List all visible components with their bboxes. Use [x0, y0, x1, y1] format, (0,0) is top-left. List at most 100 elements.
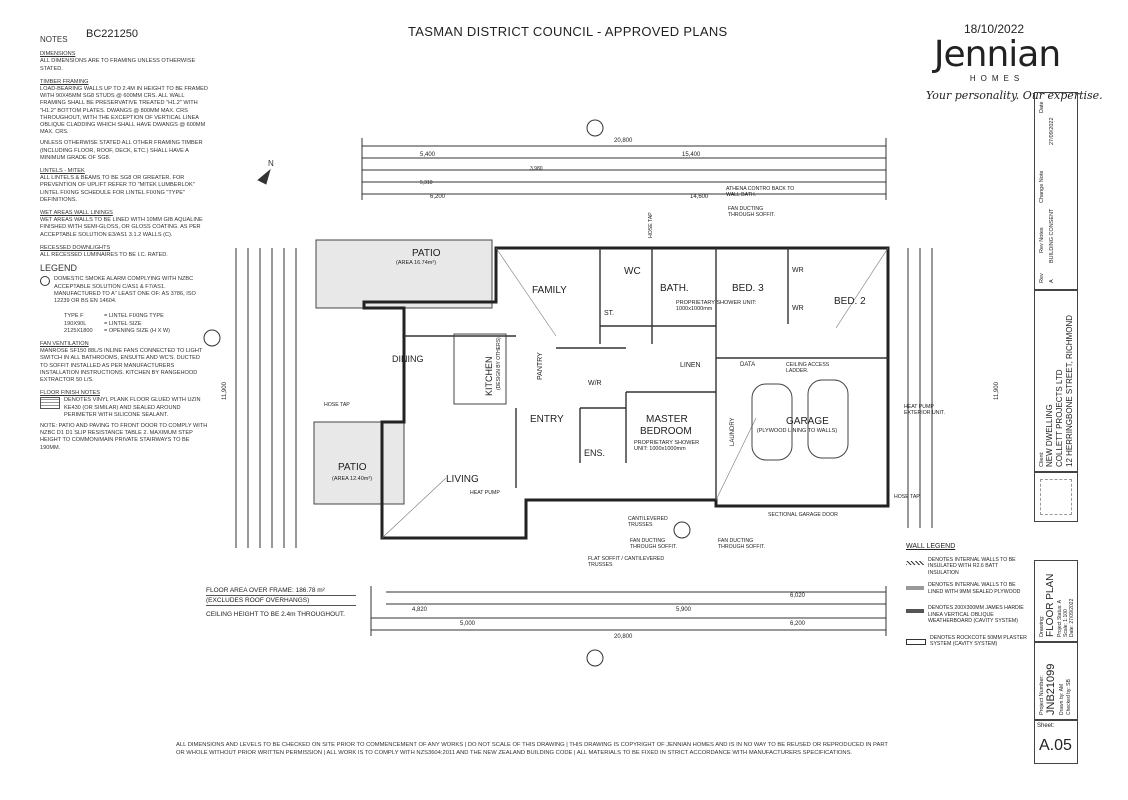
room-wr-3: W/R — [588, 380, 602, 387]
note-hose-tap-1: HOSE TAP — [324, 402, 350, 408]
note-text: ALL RECESSED LUMINAIRES TO BE I.C. RATED… — [40, 252, 168, 259]
floor-area-note: (EXCLUDES ROOF OVERHANGS) — [206, 596, 356, 606]
dim-left-total: 11,900 — [222, 382, 228, 400]
dim-top-total: 20,800 — [614, 138, 633, 144]
note-text: NOTE: PATIO AND PAVING TO FRONT DOOR TO … — [40, 422, 208, 451]
note-text: MANROSE SF150 88l/s INLINE FANS CONNECTE… — [40, 348, 203, 383]
plywood-swatch — [906, 586, 924, 590]
note-garage-door: SECTIONAL GARAGE DOOR — [768, 512, 838, 518]
consent-reference: BC221250 — [86, 28, 138, 40]
note-heat-pump-ext: HEAT PUMP EXTERIOR UNIT. — [904, 404, 945, 416]
council-seal — [1034, 472, 1078, 522]
sheet-number: A.05 — [1039, 737, 1072, 754]
note-fan-1: FAN DUCTING THROUGH SOFFIT. — [728, 206, 775, 218]
lintel-value: = LINTEL SIZE — [104, 320, 142, 327]
room-linen: LINEN — [680, 362, 701, 369]
notes-title: NOTES — [40, 35, 68, 44]
drawing-title: FLOOR PLAN — [1045, 573, 1056, 637]
wall-legend-item: DENOTES INTERNAL WALLS TO BE LINED WITH … — [928, 582, 1021, 595]
rev-desc-label: Rev Notes — [1039, 227, 1045, 253]
note-text: LOAD-BEARING WALLS UP TO 2.4m IN HEIGHT … — [40, 86, 208, 136]
sheet-block: Sheet: A.05 — [1034, 720, 1078, 764]
dim-bottom-total: 20,800 — [614, 634, 633, 640]
wall-legend: WALL LEGEND DENOTES INTERNAL WALLS TO BE… — [906, 543, 1030, 648]
brand-logo: 18/10/2022 Jennian HOMES Your personalit… — [926, 22, 1103, 102]
room-dining: DINING — [392, 354, 424, 364]
date-label: Date — [1039, 101, 1045, 113]
wall-legend-item: DENOTES INTERNAL WALLS TO BE INSULATED W… — [928, 556, 1016, 576]
dim-bottom-1: 6,020 — [790, 593, 806, 599]
note-heading: TIMBER FRAMING — [40, 78, 89, 85]
room-patio-2-area: (AREA 12.40m²) — [332, 476, 373, 482]
dim-bottom-5: 6,200 — [790, 621, 806, 627]
note-text: UNLESS OTHERWISE STATED ALL OTHER FRAMIN… — [40, 140, 203, 161]
smoke-alarm-icon — [40, 276, 50, 287]
note-text: DENOTES VINYL PLANK FLOOR GLUED WITH UZI… — [64, 397, 201, 418]
dim-top-3: 5,310 — [420, 180, 433, 186]
room-bath: BATH. — [660, 283, 689, 294]
dim-bottom-4: 5,000 — [460, 621, 476, 627]
room-data: DATA — [740, 362, 756, 368]
room-laundry: LAUNDRY — [730, 417, 736, 446]
lintel-value: = OPENING SIZE (H x W) — [104, 327, 171, 334]
dim-top-4b: 14,600 — [690, 194, 709, 200]
note-fan-3: FAN DUCTING THROUGH SOFFIT. — [718, 538, 765, 550]
wall-legend-item: DENOTES ROCKCOTE 50mm PLASTER SYSTEM (CA… — [930, 634, 1027, 648]
checked-by: Checked by: SB — [1066, 679, 1072, 715]
note-text: ALL LINTELS & BEAMS TO BE SG8 OR GREATER… — [40, 175, 195, 203]
plaster-swatch — [906, 638, 926, 645]
client-block: Client: NEW DWELLING COLLETT PROJECTS LT… — [1034, 290, 1078, 472]
floor-plan-drawing: N — [203, 119, 933, 667]
client-company: COLLETT PROJECTS LTD — [1055, 369, 1064, 468]
dim-top-1a: 5,400 — [420, 152, 436, 158]
ceiling-height: CEILING HEIGHT TO BE 2.4m THROUGHOUT. — [206, 611, 345, 618]
room-bedroom: BEDROOM — [640, 426, 692, 437]
smoke-alarm-text: DOMESTIC SMOKE ALARM COMPLYING WITH NZBC… — [54, 276, 196, 305]
dim-top-1b: 15,400 — [682, 152, 701, 158]
brand-sub: HOMES — [969, 74, 1025, 83]
lintel-key: TYPE F — [64, 313, 84, 320]
room-patio-1: PATIO — [412, 248, 441, 259]
drawn-by: Drawn by: AM — [1059, 683, 1065, 715]
note-heading: DIMENSIONS — [40, 51, 76, 58]
room-wc: WC — [624, 266, 641, 277]
dim-right-total: 11,900 — [994, 382, 1000, 400]
legend-title: LEGEND — [40, 263, 78, 274]
room-patio-1-area: (AREA 16.74m²) — [396, 260, 437, 266]
dim-bottom-2: 5,900 — [676, 607, 692, 613]
note-heading: LINTELS - MITEK — [40, 168, 85, 175]
note-heading: FAN VENTILATION — [40, 340, 89, 347]
room-bed-2: BED. 2 — [834, 296, 866, 307]
note-cantilever: CANTILEVERED TRUSSES — [628, 516, 668, 528]
room-store: ST. — [604, 310, 615, 317]
svg-text:N: N — [268, 159, 274, 168]
client-name: NEW DWELLING — [1045, 404, 1054, 467]
note-heading: RECESSED DOWNLIGHTS — [40, 244, 111, 251]
shower-note-1: PROPRIETARY SHOWER UNIT: 1000x1000mm — [676, 300, 757, 312]
room-master: MASTER — [646, 414, 688, 425]
note-heading: FLOOR FINISH NOTES — [40, 390, 100, 397]
room-garage: GARAGE — [786, 416, 829, 427]
insulation-swatch — [906, 560, 924, 565]
note-ceiling-access: CEILING ACCESS LADDER. — [786, 362, 830, 374]
vinyl-floor-swatch — [40, 397, 60, 410]
dim-top-2: 3,980 — [530, 166, 543, 172]
rev-label: Rev — [1039, 273, 1045, 283]
brand-name: Jennian — [933, 34, 1061, 75]
revision-table: Rev Rev Notes Change Note Date A BUILDIN… — [1034, 92, 1078, 290]
council-stamp-title: TASMAN DISTRICT COUNCIL - APPROVED PLANS — [408, 24, 728, 39]
drawing-block: Drawing: FLOOR PLAN Project Status: A Sc… — [1034, 560, 1078, 642]
note-fan-2: FAN DUCTING THROUGH SOFFIT. — [630, 538, 677, 550]
note-text: ALL DIMENSIONS ARE TO FRAMING UNLESS OTH… — [40, 58, 196, 72]
rev-date: 27/09/2022 — [1049, 117, 1055, 145]
lintel-value: = LINTEL FIXING TYPE — [104, 313, 164, 320]
note-text: WET AREAS WALLS TO BE LINED WITH 10mm GI… — [40, 217, 203, 238]
note-heat-pump: HEAT PUMP — [470, 490, 500, 496]
weatherboard-swatch — [906, 609, 924, 613]
note-flat-soffit: FLAT SOFFIT / CANTILEVERED TRUSSES — [588, 556, 665, 568]
room-entry: ENTRY — [530, 414, 564, 425]
garage-note: (PLYWOOD LINING TO WALLS) — [756, 428, 838, 434]
rev-value: A — [1049, 279, 1055, 283]
project-number: JNB21099 — [1045, 663, 1057, 715]
notes-panel: NOTES DIMENSIONS ALL DIMENSIONS ARE TO F… — [40, 35, 208, 456]
